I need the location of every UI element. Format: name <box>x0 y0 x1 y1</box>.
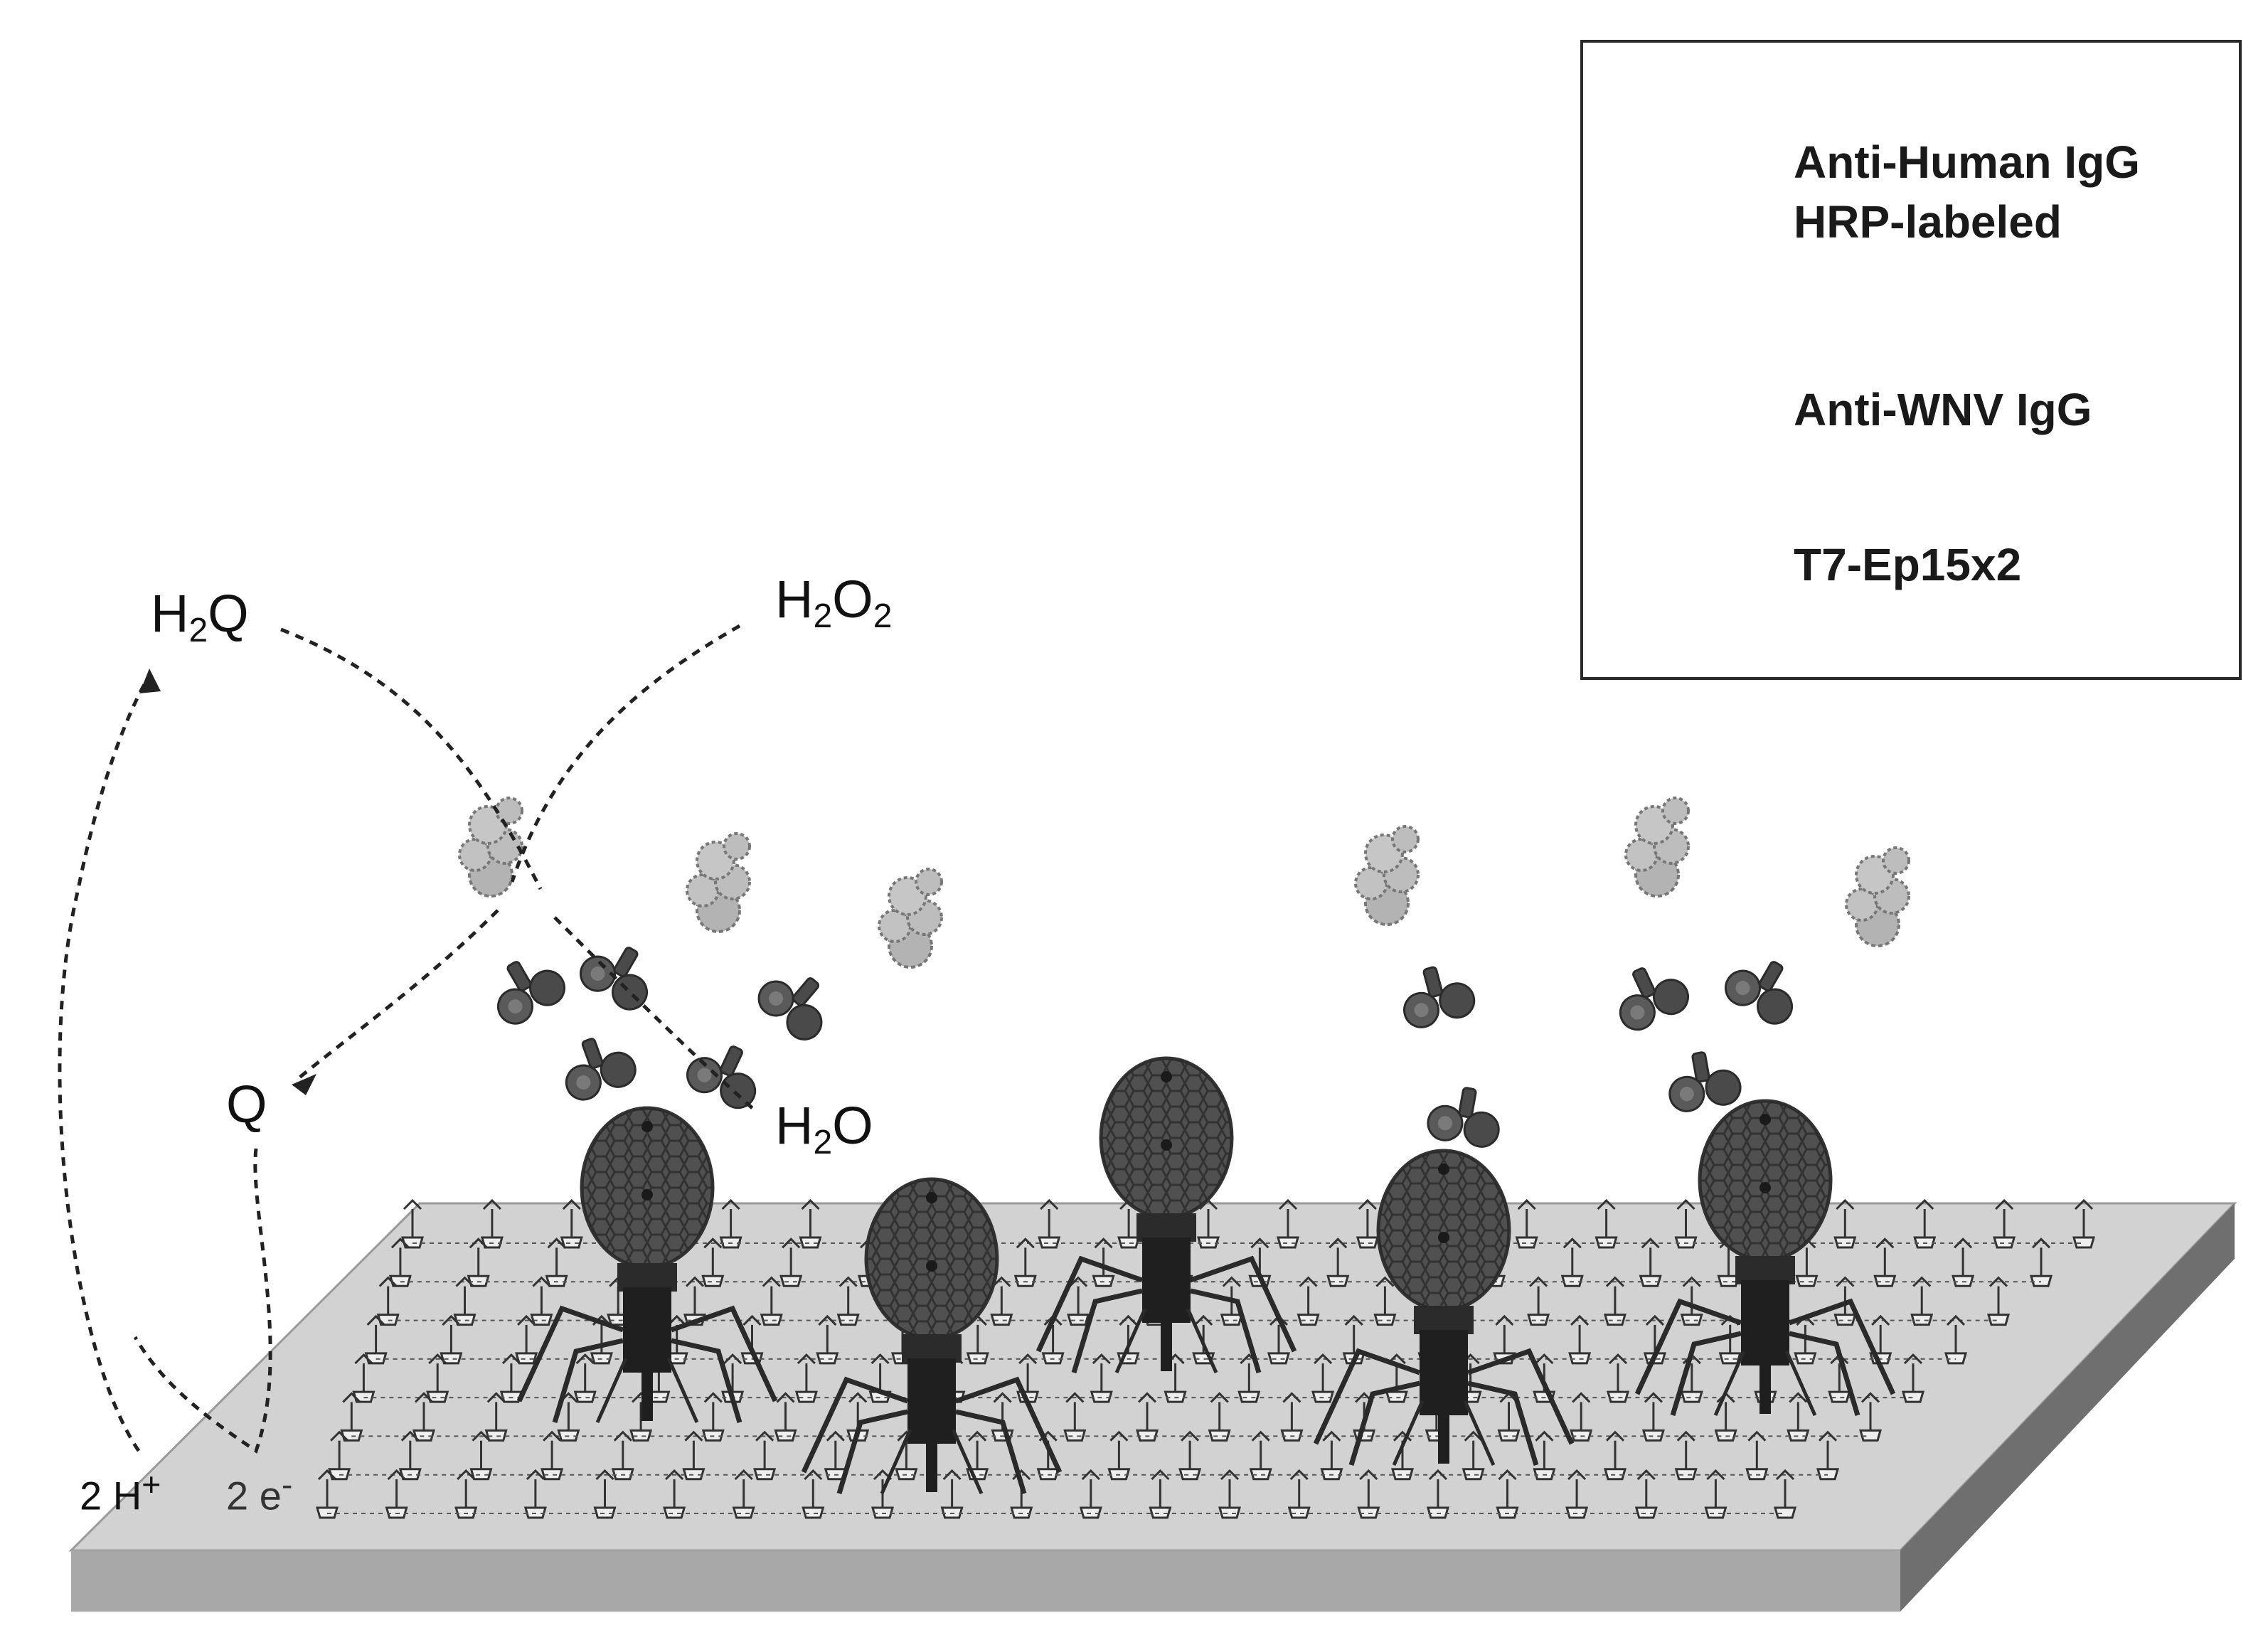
anti-wnv-igg-4 <box>1662 1045 1745 1115</box>
arrow-heads <box>139 669 316 1095</box>
arrowhead-q <box>292 1074 316 1095</box>
hrp-enzyme-6 <box>1845 846 1910 947</box>
hrp-antibody-1 <box>480 944 572 1031</box>
platform-front <box>71 1550 1900 1612</box>
electrode-platform <box>68 1202 2237 1612</box>
hrp-enzyme-5 <box>1624 797 1690 898</box>
hrp-antibody-3 <box>750 957 843 1048</box>
arrow-h2q-to-hrp <box>280 627 543 890</box>
label-protons: 2 H+ <box>80 1466 161 1518</box>
arrow-q-to-electrode <box>133 1148 272 1454</box>
hrp-enzyme-3 <box>878 868 943 969</box>
label-h2o: H2O <box>775 1096 873 1161</box>
legend-label-hrp-line2: HRP-labeled <box>1794 196 2062 247</box>
arrow-hrp-to-q <box>294 909 499 1082</box>
legend-label-anti-wnv: Anti-WNV IgG <box>1794 384 2092 435</box>
hrp-antibody-2 <box>573 930 665 1017</box>
arrowhead-h2q <box>139 669 161 693</box>
arrow-protons-to-h2q <box>58 674 151 1452</box>
label-q: Q <box>226 1075 267 1134</box>
label-electrons: 2 e- <box>226 1466 293 1518</box>
legend-label-hrp-line1: Anti-Human IgG <box>1794 137 2141 188</box>
anti-wnv-igg-2 <box>681 1032 771 1115</box>
legend-box <box>1580 40 2242 680</box>
arrow-h2o2-to-hrp <box>510 624 741 883</box>
anti-wnv-igg-1 <box>553 1026 641 1106</box>
legend-label-t7: T7-Ep15x2 <box>1794 539 2022 590</box>
hrp-enzyme-2 <box>686 832 751 933</box>
hrp-antibody-6 <box>1718 944 1810 1031</box>
reaction-arrows <box>58 624 755 1454</box>
hrp-antibody-5 <box>1604 954 1695 1037</box>
hrp-enzyme-4 <box>1354 825 1420 926</box>
anti-wnv-igg-3 <box>1424 1081 1506 1151</box>
label-h2q: H2Q <box>151 584 249 649</box>
platform-side <box>1900 1203 2235 1612</box>
hrp-antibody-4 <box>1393 957 1479 1033</box>
arrow-hrp-to-h2o <box>553 916 755 1111</box>
label-h2o2: H2O2 <box>775 570 893 635</box>
